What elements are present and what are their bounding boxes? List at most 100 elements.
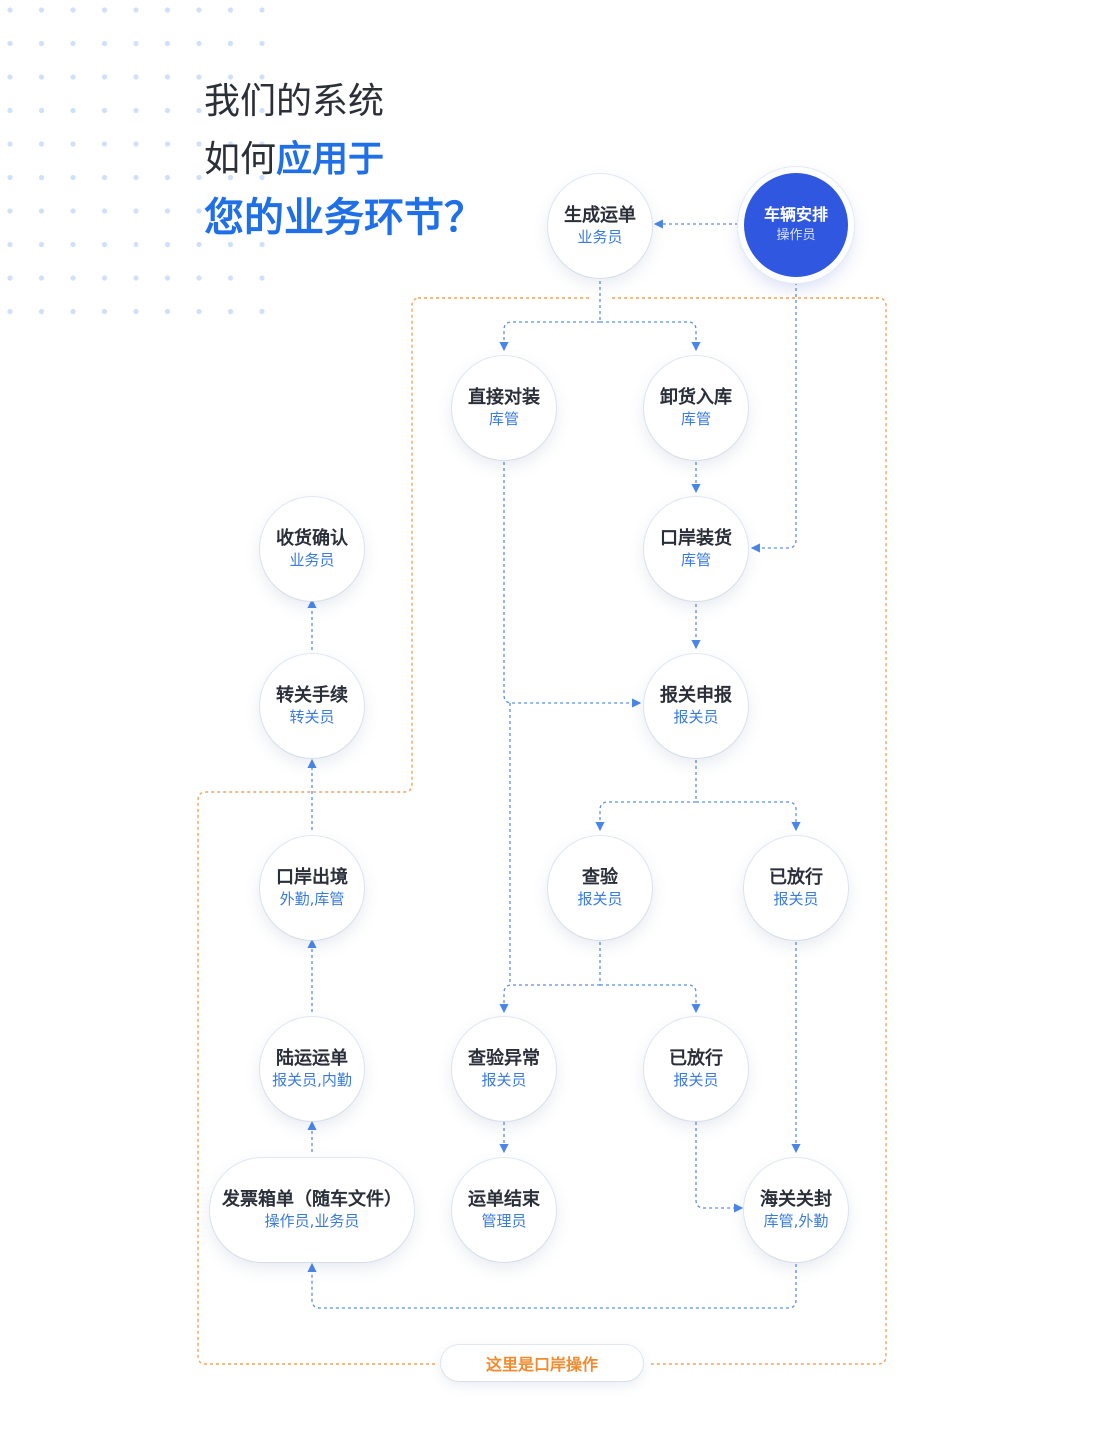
dot	[70, 74, 76, 80]
arrow-direct-to-declare	[503, 462, 642, 708]
node-generate-waybill: 生成运单 业务员	[548, 174, 652, 278]
node-invoice-packing-list: 发票箱单（随车文件） 操作员,业务员	[210, 1158, 414, 1262]
node-title: 报关申报	[660, 685, 732, 706]
node-title: 直接对装	[468, 387, 540, 408]
node-released-1: 已放行 报关员	[744, 836, 848, 940]
dot	[259, 308, 265, 315]
node-title: 生成运单	[564, 205, 636, 226]
dot	[227, 7, 234, 13]
dot	[196, 141, 202, 147]
heading-line-2: 如何应用于	[204, 142, 384, 178]
dot	[70, 141, 76, 147]
dot	[38, 208, 45, 214]
node-role: 库管,外勤	[763, 1212, 829, 1230]
node-port-exit: 口岸出境 外勤,库管	[260, 836, 364, 940]
node-direct-loading: 直接对装 库管	[452, 356, 556, 460]
dot	[7, 208, 13, 214]
dot	[101, 241, 108, 248]
dot	[196, 74, 202, 80]
node-role: 报关员	[481, 1071, 527, 1089]
dot	[38, 174, 45, 181]
dot	[227, 241, 234, 248]
dot	[227, 308, 234, 315]
dot	[227, 40, 234, 47]
node-role: 报关员	[773, 890, 819, 908]
node-title: 海关关封	[760, 1189, 832, 1210]
dot	[227, 74, 234, 80]
dot	[164, 107, 171, 114]
dot	[164, 141, 171, 147]
node-released-2: 已放行 报关员	[644, 1017, 748, 1121]
heading-line-3: 您的业务环节？	[204, 195, 484, 241]
dot	[227, 107, 234, 114]
dot	[164, 308, 171, 315]
dot	[259, 174, 265, 181]
dot	[70, 107, 76, 114]
dot	[38, 107, 45, 114]
dot	[133, 275, 139, 281]
dot	[101, 141, 108, 147]
dot	[133, 141, 139, 147]
dot	[259, 275, 265, 281]
dot	[101, 107, 108, 114]
node-role: 业务员	[289, 551, 335, 569]
dot	[164, 275, 171, 281]
port-operation-label: 这里是口岸操作	[441, 1345, 643, 1381]
node-title: 运单结束	[468, 1189, 540, 1210]
node-role: 操作员,业务员	[264, 1212, 360, 1230]
dot	[38, 7, 45, 13]
dot	[70, 308, 76, 315]
node-role: 管理员	[481, 1212, 527, 1230]
dot	[101, 275, 108, 281]
node-role: 报关员	[577, 890, 623, 908]
dot	[133, 7, 139, 13]
dot	[164, 208, 171, 214]
dot	[70, 174, 76, 181]
node-inspection: 查验 报关员	[548, 836, 652, 940]
dot	[101, 308, 108, 315]
node-role: 外勤,库管	[279, 890, 345, 908]
heading-line-2-plain: 如何	[204, 139, 277, 180]
dot	[164, 7, 171, 13]
arrow-generate-to-direct	[499, 321, 600, 352]
node-title: 卸货入库	[660, 387, 732, 408]
dot	[259, 7, 265, 13]
dot	[70, 241, 76, 248]
node-customs-seal: 海关关封 库管,外勤	[744, 1158, 848, 1262]
dot	[101, 74, 108, 80]
dot	[133, 74, 139, 80]
node-port-loading: 口岸装货 库管	[644, 497, 748, 601]
node-title: 收货确认	[276, 528, 348, 549]
dot	[227, 174, 234, 181]
node-role: 报关员	[673, 708, 719, 726]
arrow-seal-to-invoice	[307, 1262, 797, 1309]
dot	[70, 275, 76, 281]
dot	[196, 7, 202, 13]
dot	[7, 141, 13, 147]
arrow-inspect-to-abnormal	[499, 984, 600, 1014]
node-customs-declaration: 报关申报 报关员	[644, 654, 748, 758]
dot	[101, 7, 108, 13]
dot	[70, 7, 76, 13]
dot	[133, 308, 139, 315]
node-role: 业务员	[577, 228, 623, 246]
dot	[259, 141, 265, 147]
dot	[7, 40, 13, 47]
dot	[38, 74, 45, 80]
dot	[38, 141, 45, 147]
node-title: 发票箱单（随车文件）	[222, 1189, 402, 1210]
dot	[133, 107, 139, 114]
node-title: 口岸装货	[660, 528, 732, 549]
dot	[196, 241, 202, 248]
dot	[70, 40, 76, 47]
node-title: 口岸出境	[276, 867, 348, 888]
dot	[164, 40, 171, 47]
dot	[38, 241, 45, 248]
node-title: 查验异常	[468, 1048, 540, 1069]
arrow-declare-to-released	[696, 801, 801, 832]
dot	[7, 74, 13, 80]
dot	[196, 40, 202, 47]
arrow-released2-to-seal	[695, 1122, 744, 1213]
node-unload-warehouse: 卸货入库 库管	[644, 356, 748, 460]
dot	[101, 40, 108, 47]
